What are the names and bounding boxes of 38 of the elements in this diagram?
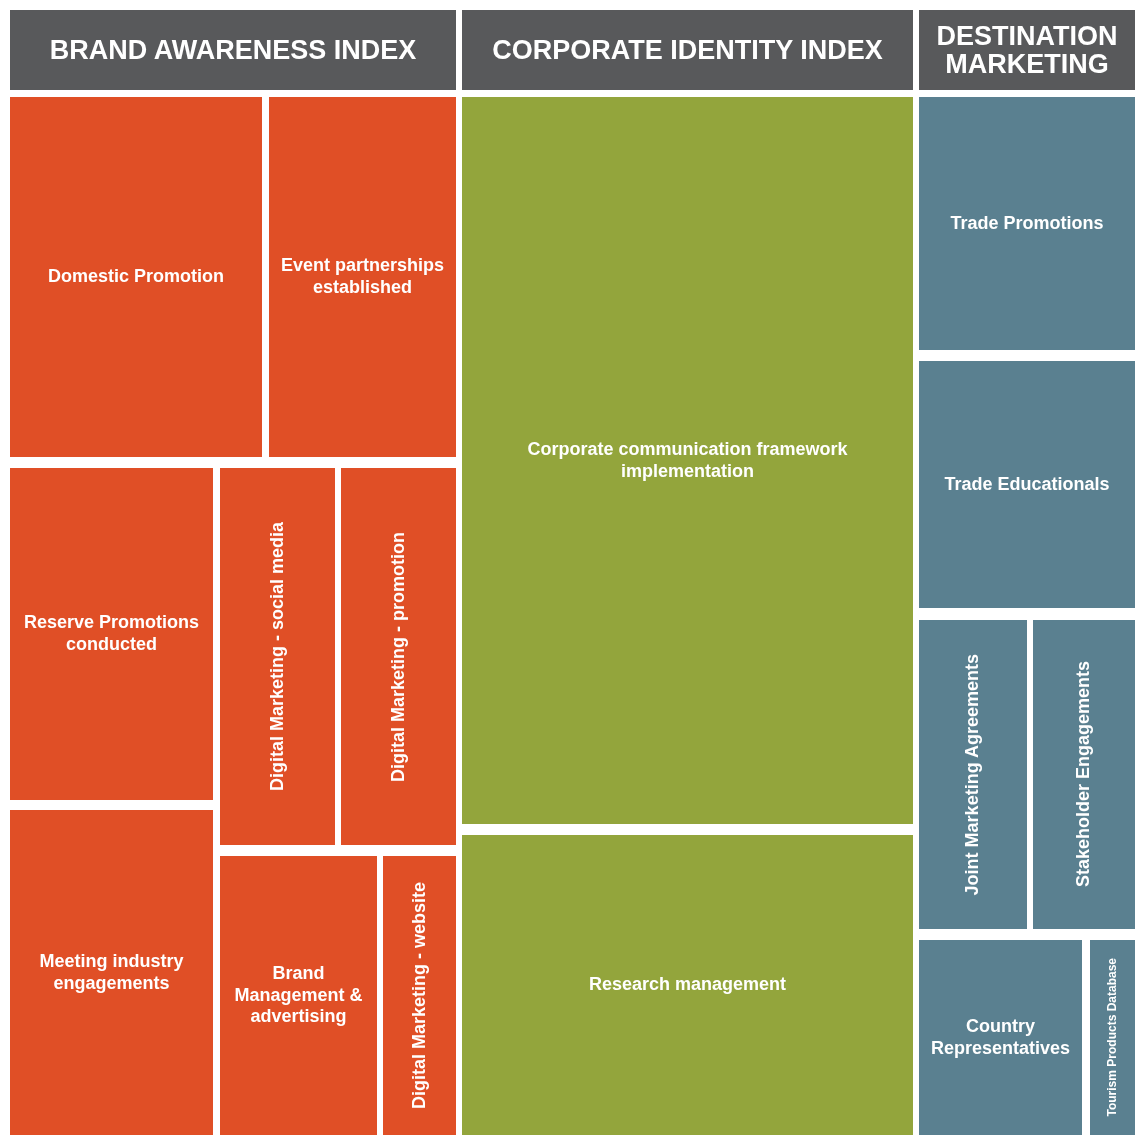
tile-label: Country Representatives (929, 1015, 1072, 1060)
treemap-tile (1033, 620, 1135, 929)
tile-label: Stakeholder Engagements (1073, 661, 1095, 888)
header-title: CORPORATE IDENTITY INDEX (492, 35, 883, 65)
header-title: BRAND AWARENESS INDEX (49, 35, 417, 65)
tile-label: Event partnerships established (279, 255, 445, 299)
treemap-tile (462, 835, 913, 1135)
tile-label: Reserve Promotions conducted (22, 612, 201, 656)
header-band (919, 10, 1135, 90)
treemap-tile (269, 97, 456, 457)
treemap-tile (919, 97, 1135, 350)
tile-label: Brand Management & advertising (233, 963, 364, 1028)
tile-label: Domestic Promotion (48, 266, 224, 288)
treemap-tile (10, 468, 213, 800)
treemap-tile (220, 856, 377, 1135)
treemap-tile (341, 468, 456, 845)
treemap-tile (383, 856, 456, 1135)
treemap-tile (10, 810, 213, 1135)
treemap-tile (1090, 940, 1135, 1135)
tile-label: Joint Marketing Agreements (962, 653, 984, 896)
tile-label: Meeting industry engagements (38, 950, 185, 995)
header-band (462, 10, 913, 90)
treemap-tile (220, 468, 335, 845)
tile-label: Digital Marketing - promotion (387, 531, 409, 782)
treemap-tile (919, 940, 1082, 1135)
tile-label: Digital Marketing - website (408, 881, 430, 1109)
tile-label: Trade Promotions (950, 212, 1104, 235)
treemap-tile (919, 620, 1027, 929)
header-title: DESTINATION MARKETING (935, 21, 1119, 79)
tile-label: Digital Marketing - social media (266, 521, 288, 792)
tile-label: Tourism Products Database (1105, 958, 1120, 1117)
tile-label: Trade Educationals (944, 473, 1110, 496)
treemap-tile (919, 361, 1135, 608)
header-band (10, 10, 456, 90)
treemap-tile (10, 97, 262, 457)
tile-label: Research management (588, 974, 787, 996)
tile-label: Corporate communication framework implementation (526, 438, 849, 483)
treemap-tile (462, 97, 913, 824)
